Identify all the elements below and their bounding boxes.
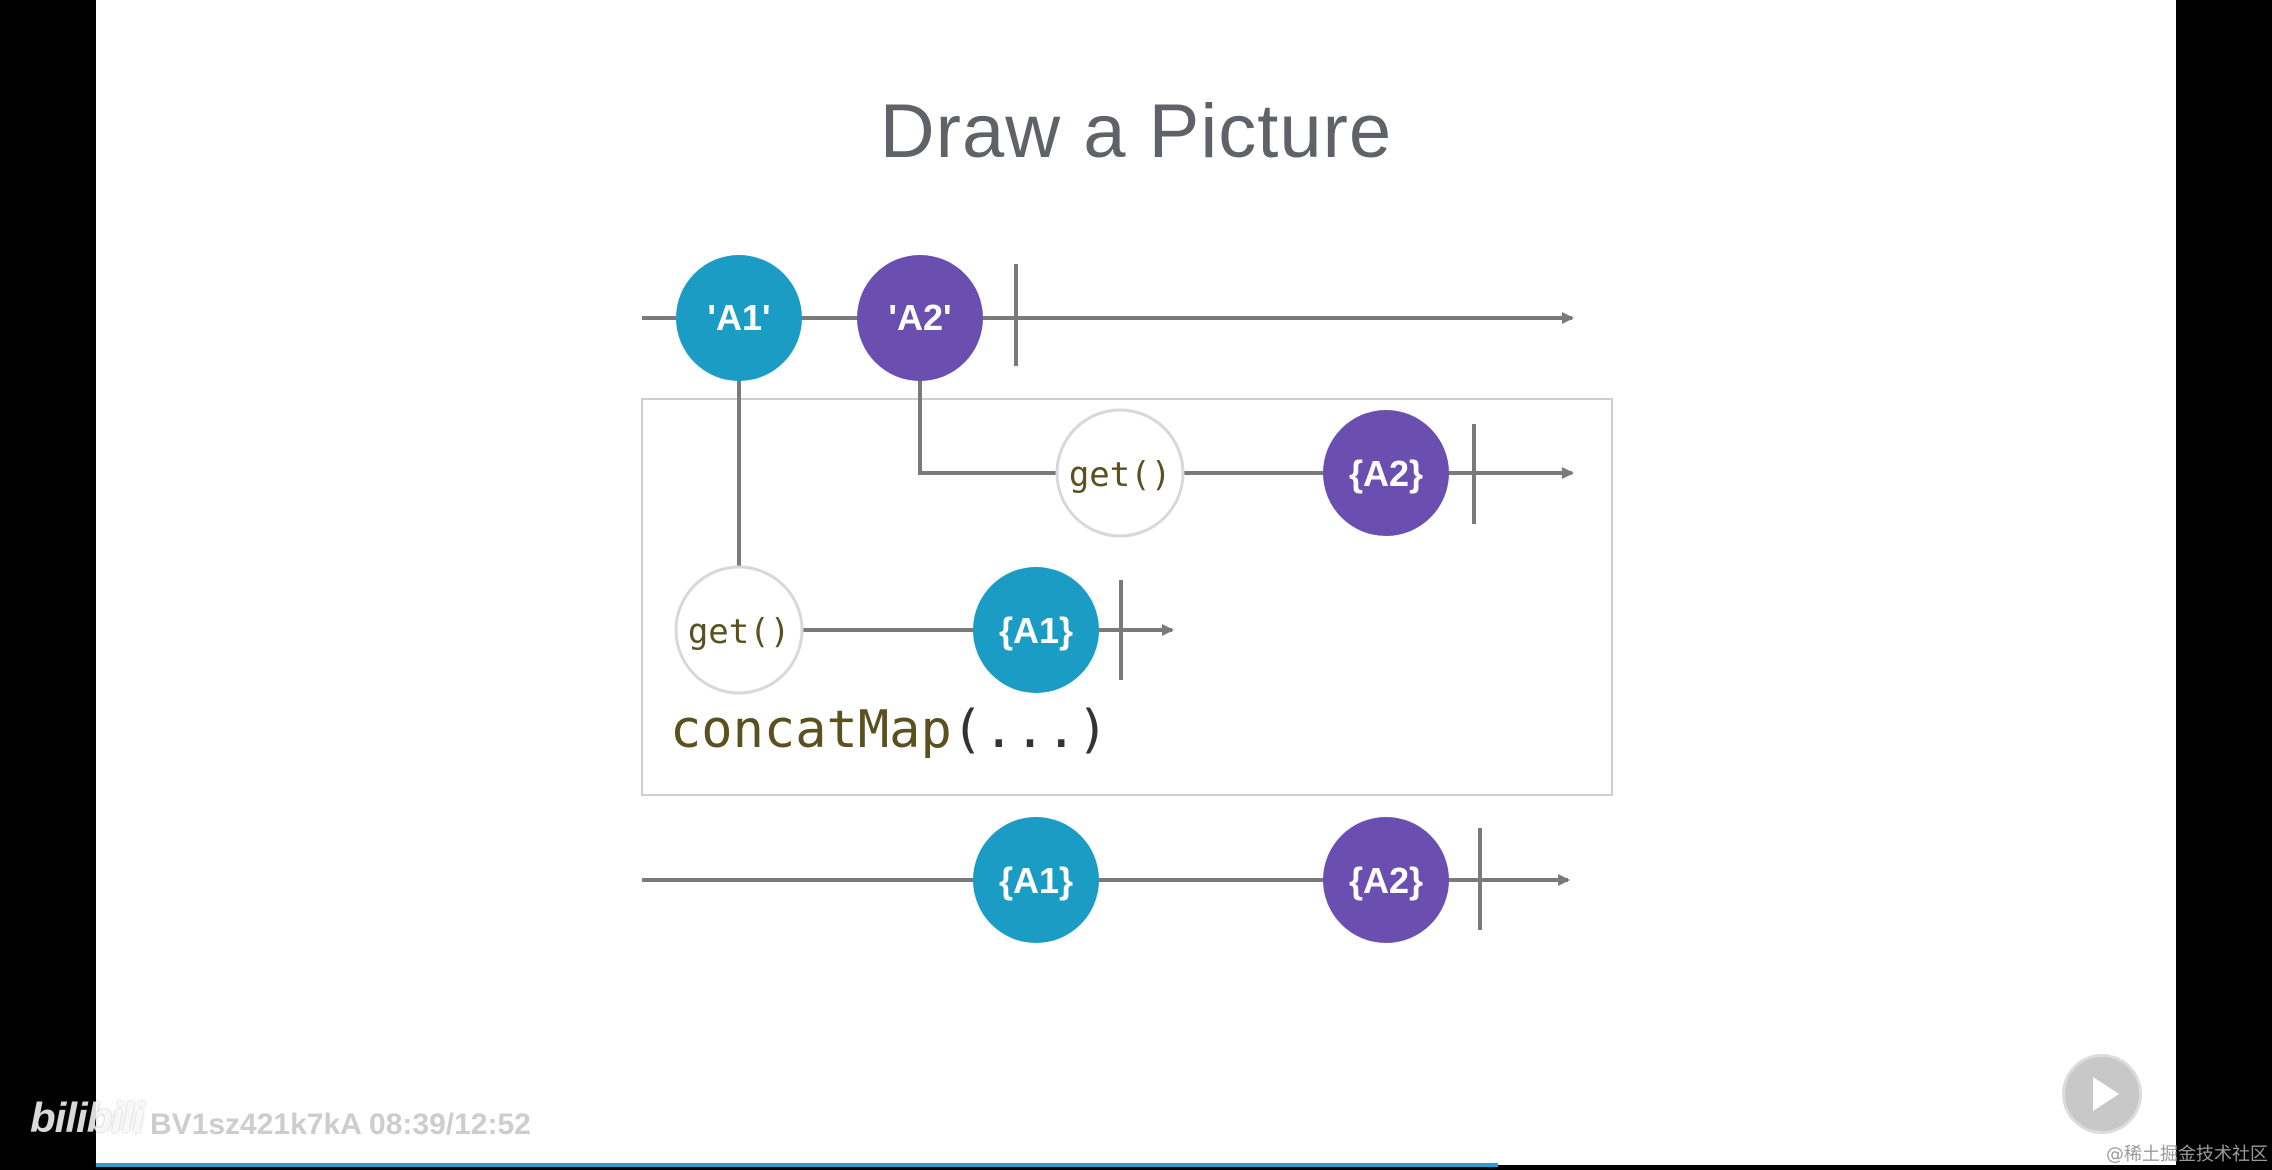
marble-source-a2-label: 'A2'	[888, 297, 951, 338]
marble-get-a2-label: get()	[1069, 455, 1171, 495]
operator-name: concatMap	[670, 700, 952, 760]
slide: Draw a Picture 'A1' 'A2' get()	[96, 0, 2176, 1165]
video-info: BV1sz421k7kA 08:39/12:52	[150, 1108, 531, 1142]
marble-get-a1	[674, 565, 804, 695]
video-time: 08:39/12:52	[369, 1108, 531, 1141]
marble-output-a1-label: {A1}	[999, 860, 1073, 901]
video-id: BV1sz421k7kA	[150, 1108, 361, 1141]
marble-result-a2	[1323, 410, 1449, 536]
play-icon[interactable]	[2062, 1054, 2142, 1134]
operator-label: concatMap(...)	[670, 700, 1108, 760]
progress-bar[interactable]	[96, 1163, 1498, 1167]
marble-output-a2	[1323, 817, 1449, 943]
marble-result-a1-label: {A1}	[999, 610, 1073, 651]
marble-get-a2	[1055, 408, 1185, 538]
marble-result-a1	[973, 567, 1099, 693]
operator-args: (...)	[951, 700, 1109, 760]
slide-title: Draw a Picture	[879, 89, 1393, 174]
marble-source-a1-label: 'A1'	[707, 297, 770, 338]
marble-get-a1-label: get()	[688, 612, 790, 652]
source-credit: @稀土掘金技术社区	[2106, 1144, 2268, 1165]
bilibili-logo: bilibili	[30, 1094, 144, 1141]
marble-source-a1	[676, 255, 802, 381]
marble-result-a2-label: {A2}	[1349, 453, 1423, 494]
marble-output-a2-label: {A2}	[1349, 860, 1423, 901]
operator-box	[641, 398, 1613, 796]
marble-output-a1	[973, 817, 1099, 943]
marble-diagram: 'A1' 'A2' get() {A2} get() {A1} {A1} {A2…	[641, 255, 1613, 943]
marble-source-a2	[857, 255, 983, 381]
